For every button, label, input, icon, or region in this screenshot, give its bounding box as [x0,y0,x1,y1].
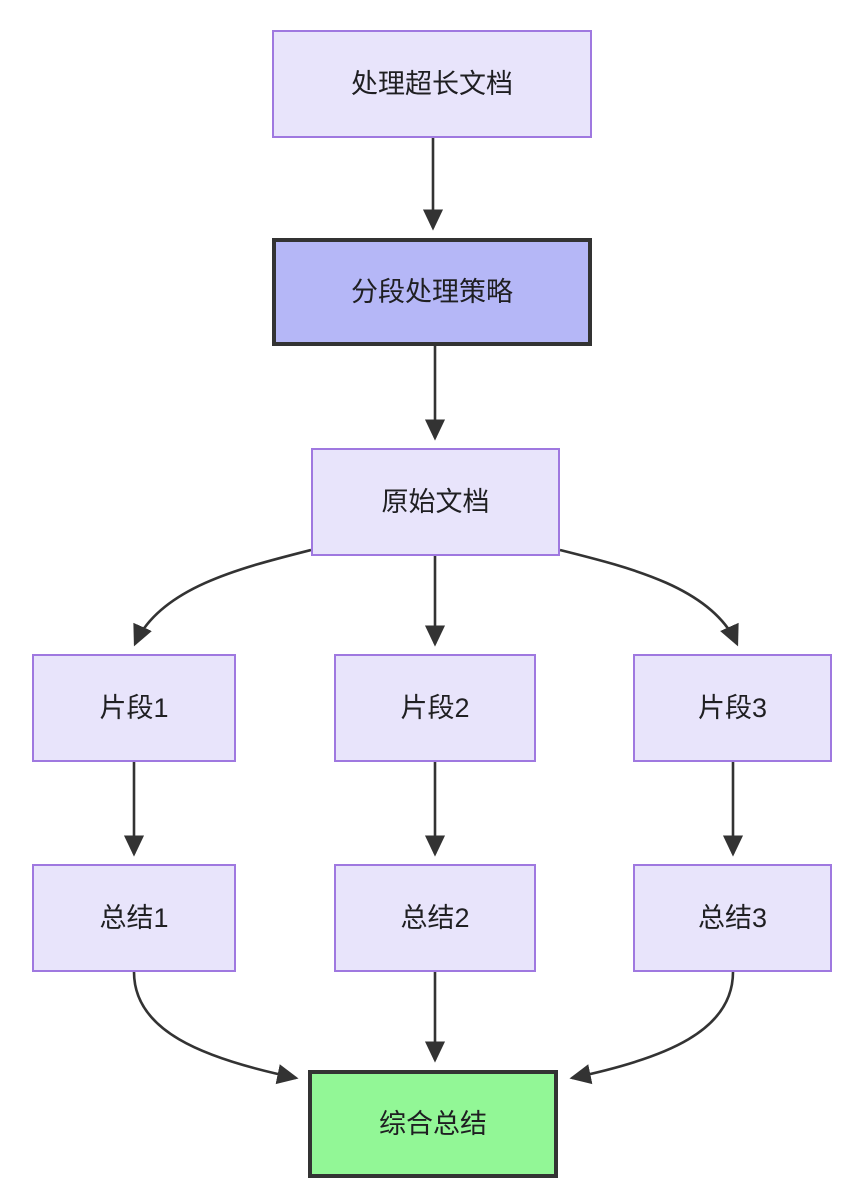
edge-source-to-chunk3 [559,548,739,647]
node-label: 分段处理策略 [351,276,513,307]
node-label: 片段2 [400,692,470,723]
node-combined-summary[interactable]: 综合总结 [308,1070,558,1178]
node-chunk-1[interactable]: 片段1 [32,654,236,762]
edge-summary1-to-final [132,971,299,1085]
node-process-long-document[interactable]: 处理超长文档 [272,30,592,138]
node-label: 总结3 [697,902,768,933]
node-chunking-strategy[interactable]: 分段处理策略 [272,238,592,346]
node-label: 处理超长文档 [351,68,513,99]
node-label: 片段1 [99,692,169,723]
node-summary-1[interactable]: 总结1 [32,864,236,972]
node-label: 片段3 [697,692,768,723]
node-chunk-3[interactable]: 片段3 [633,654,832,762]
node-label: 综合总结 [379,1108,487,1139]
edge-source-to-chunk1 [133,548,312,647]
edge-summary3-to-final [569,971,735,1085]
node-label: 原始文档 [381,486,490,517]
node-source-document[interactable]: 原始文档 [311,448,560,556]
node-summary-3[interactable]: 总结3 [633,864,832,972]
node-summary-2[interactable]: 总结2 [334,864,536,972]
node-chunk-2[interactable]: 片段2 [334,654,536,762]
node-label: 总结2 [400,902,470,933]
node-label: 总结1 [99,902,169,933]
